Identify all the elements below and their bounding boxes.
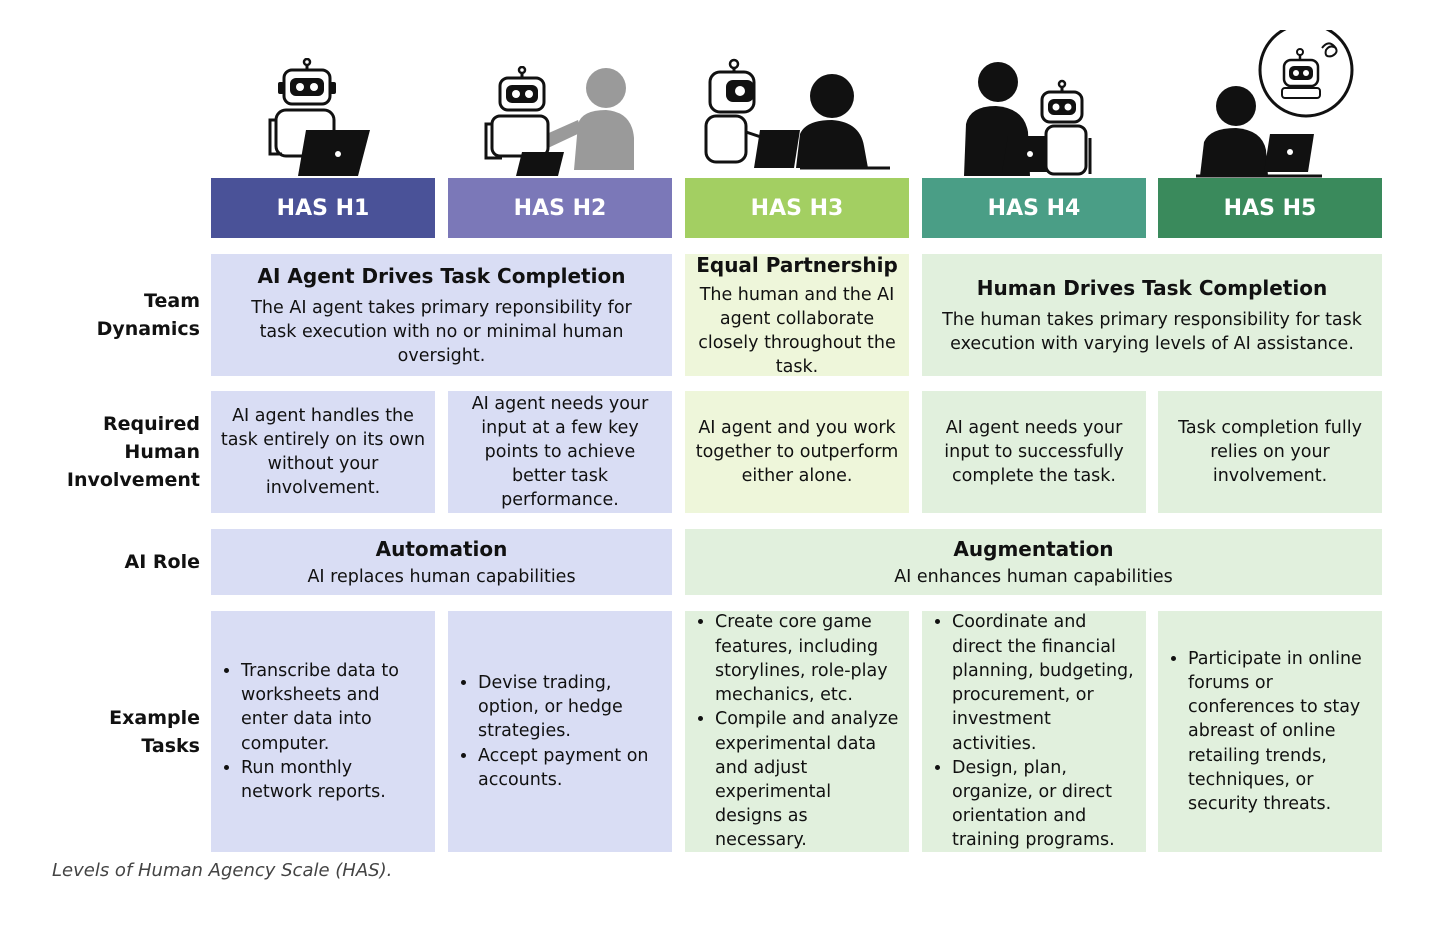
list-item: Transcribe data to worksheets and enter … <box>241 659 425 756</box>
example-tasks-h2: Devise trading, option, or hedge strateg… <box>448 611 672 852</box>
team-dynamics-human-drives: Human Drives Task Completion The human t… <box>922 254 1382 376</box>
header-has-h1: HAS H1 <box>211 178 435 238</box>
ai-role-augmentation: Augmentation AI enhances human capabilit… <box>685 529 1382 595</box>
example-tasks-h1: Transcribe data to worksheets and enter … <box>211 611 435 852</box>
row-label-example-tasks: Example Tasks <box>109 706 200 757</box>
team-dynamics-human-title: Human Drives Task Completion <box>976 276 1328 300</box>
involvement-h2: AI agent needs your input at a few key p… <box>448 391 672 513</box>
header-has-h3: HAS H3 <box>685 178 909 238</box>
human-thinking-of-robot-icon <box>1196 30 1354 178</box>
ai-role-augmentation-text: AI enhances human capabilities <box>894 567 1173 587</box>
involvement-h3: AI agent and you work together to outper… <box>685 391 909 513</box>
example-tasks-h3: Create core game features, including sto… <box>685 611 909 852</box>
header-has-h4: HAS H4 <box>922 178 1146 238</box>
figure-caption: Levels of Human Agency Scale (HAS). <box>52 860 393 881</box>
robot-with-human-helper-icon <box>484 66 634 176</box>
list-item: Design, plan, organize, or direct orient… <box>952 756 1136 853</box>
ai-role-automation-text: AI replaces human capabilities <box>307 567 576 587</box>
list-item: Compile and analyze experimental data an… <box>715 707 899 852</box>
team-dynamics-equal-partnership: Equal Partnership The human and the AI a… <box>685 253 909 377</box>
ai-role-augmentation-title: Augmentation <box>953 537 1114 561</box>
list-item: Coordinate and direct the financial plan… <box>952 610 1136 755</box>
team-dynamics-agent-title: AI Agent Drives Task Completion <box>257 264 626 288</box>
list-item: Create core game features, including sto… <box>715 610 899 707</box>
involvement-h4: AI agent needs your input to successfull… <box>922 391 1146 513</box>
list-item: Run monthly network reports. <box>241 756 425 804</box>
robot-and-human-partners-icon <box>704 58 890 170</box>
row-label-required-involvement: Required Human Involvement <box>66 413 200 491</box>
team-dynamics-equal-text: The human and the AI agent collaborate c… <box>698 285 896 377</box>
header-has-h2: HAS H2 <box>448 178 672 238</box>
team-dynamics-agent-drives: AI Agent Drives Task Completion The AI a… <box>211 254 672 376</box>
ai-role-automation-title: Automation <box>375 537 508 561</box>
row-label-ai-role: AI Role <box>124 551 200 573</box>
involvement-h1: AI agent handles the task entirely on it… <box>211 391 435 513</box>
row-label-team-dynamics: Team Dynamics <box>96 290 200 340</box>
example-tasks-h4: Coordinate and direct the financial plan… <box>922 611 1146 852</box>
ai-role-automation: Automation AI replaces human capabilitie… <box>211 529 672 595</box>
robot-with-laptop-icon <box>268 58 370 176</box>
list-item: Devise trading, option, or hedge strateg… <box>478 671 662 744</box>
list-item: Accept payment on accounts. <box>478 744 662 792</box>
team-dynamics-human-text: The human takes primary responsibility f… <box>942 310 1362 354</box>
list-item: Participate in online forums or conferen… <box>1188 647 1372 816</box>
team-dynamics-equal-title: Equal Partnership <box>696 253 898 277</box>
header-has-h5: HAS H5 <box>1158 178 1382 238</box>
example-tasks-h5: Participate in online forums or conferen… <box>1158 611 1382 852</box>
team-dynamics-agent-text: The AI agent takes primary reponsibility… <box>251 298 632 366</box>
human-with-robot-helper-icon <box>964 62 1092 176</box>
involvement-h5: Task completion fully relies on your inv… <box>1158 391 1382 513</box>
